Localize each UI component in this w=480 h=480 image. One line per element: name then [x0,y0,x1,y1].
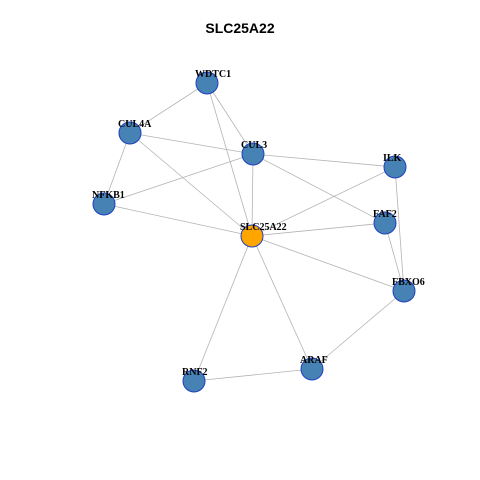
edge-slc25a22-rnf2 [193,235,253,382]
node-cul3 [241,142,265,166]
edge-wdtc1-cul4a [129,82,208,134]
edge-cul3-faf2 [252,153,386,224]
edge-araf-rnf2 [193,368,313,382]
node-fbxo6 [392,279,416,303]
node-label-wdtc1: WDTC1 [195,69,231,80]
node-label-cul3: CUL3 [241,140,267,151]
node-faf2 [373,211,397,235]
node-araf [300,357,324,381]
node-label-fbxo6: FBXO6 [392,277,425,288]
edge-wdtc1-cul3 [206,82,254,155]
edge-fbxo6-araf [311,290,405,370]
node-label-nfkb1: NFKB1 [92,190,125,201]
node-label-slc25a22: SLC25A22 [240,222,287,233]
node-label-faf2: FAF2 [373,209,397,220]
node-label-araf: ARAF [300,355,328,366]
node-label-ilk: ILK [383,153,402,164]
edge-cul4a-cul3 [129,132,254,155]
edge-nfkb1-slc25a22 [103,203,253,237]
edge-slc25a22-faf2 [251,222,386,237]
edge-wdtc1-slc25a22 [206,82,253,237]
node-rnf2 [182,369,206,393]
node-cul4a [118,121,142,145]
edge-cul3-ilk [252,153,396,168]
node-wdtc1 [195,71,219,95]
edge-cul3-nfkb1 [103,153,254,205]
node-label-rnf2: RNF2 [182,367,208,378]
node-slc25a22 [240,224,264,248]
edge-ilk-fbxo6 [394,166,405,292]
edge-slc25a22-fbxo6 [251,235,405,292]
edge-layer [103,82,405,382]
edge-cul3-slc25a22 [251,153,254,237]
node-layer [92,71,416,393]
node-label-cul4a: CUL4A [118,119,152,130]
edge-slc25a22-araf [251,235,313,370]
node-nfkb1 [92,192,116,216]
edge-cul4a-nfkb1 [103,132,131,205]
edge-ilk-slc25a22 [251,166,396,237]
node-ilk [383,155,407,179]
edge-faf2-fbxo6 [384,222,405,292]
edge-cul4a-slc25a22 [129,132,253,237]
diagram-title: SLC25A22 [205,20,275,36]
